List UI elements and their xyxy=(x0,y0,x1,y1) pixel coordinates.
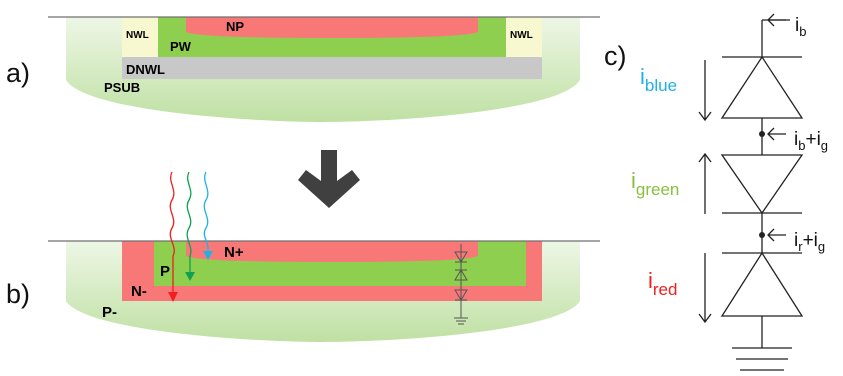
nwl-right-label: NWL xyxy=(510,30,533,41)
node-dot-2 xyxy=(759,232,765,238)
transformation-arrow-icon xyxy=(298,150,360,208)
diode-green-icon xyxy=(720,154,804,215)
n-plus-label: N+ xyxy=(224,244,244,261)
dnwl-label: DNWL xyxy=(126,62,165,77)
red-ray-arrowhead-icon xyxy=(168,292,178,302)
panel-b-label: b) xyxy=(6,279,30,309)
ir-ig-arrow-icon xyxy=(767,228,786,242)
i-blue-arrow-icon xyxy=(698,60,712,122)
p-label: P xyxy=(160,263,170,280)
panel-c-label: c) xyxy=(604,41,627,71)
red-light-ray xyxy=(169,171,175,296)
panel-a: a) NWL NWL NP PW DNWL PSUB xyxy=(6,16,600,122)
np-region xyxy=(186,17,478,38)
psub-label: PSUB xyxy=(104,80,140,95)
panel-a-label: a) xyxy=(6,58,30,88)
pw-label: PW xyxy=(170,39,192,54)
i-red-label: ired xyxy=(648,268,677,299)
light-rays xyxy=(168,171,213,302)
ib-ig-arrow-icon xyxy=(767,127,786,141)
panel-b: b) N+ P N- P- xyxy=(6,171,600,342)
blue-ray-arrowhead-icon xyxy=(203,251,213,260)
node-dot-1 xyxy=(759,131,765,137)
n-plus-region xyxy=(186,241,478,262)
blue-light-ray xyxy=(203,171,209,254)
n-minus-label: N- xyxy=(131,283,147,300)
nwl-left-label: NWL xyxy=(126,30,149,41)
ib-arrow-icon xyxy=(767,13,786,27)
np-label: NP xyxy=(226,19,244,34)
nwl-right-region xyxy=(506,17,542,57)
diode-red-icon xyxy=(720,251,804,317)
i-b-label: ib xyxy=(795,15,806,39)
i-b-ig-label: ib+ig xyxy=(794,129,828,153)
green-ray-arrowhead-icon xyxy=(185,272,195,281)
stacked-diodes-icon xyxy=(454,244,468,325)
i-green-label: igreen xyxy=(631,168,679,199)
nwl-left-region xyxy=(122,17,158,57)
diode-blue-icon xyxy=(720,55,804,119)
green-light-ray xyxy=(186,171,192,275)
i-r-ig-label: ir+ig xyxy=(794,230,825,254)
p-minus-label: P- xyxy=(102,304,117,321)
circuit-schematic xyxy=(698,13,804,371)
i-red-arrow-icon xyxy=(698,253,712,324)
i-blue-label: iblue xyxy=(640,64,677,95)
panel-c: c) xyxy=(604,13,828,371)
i-green-arrow-icon xyxy=(698,152,712,214)
